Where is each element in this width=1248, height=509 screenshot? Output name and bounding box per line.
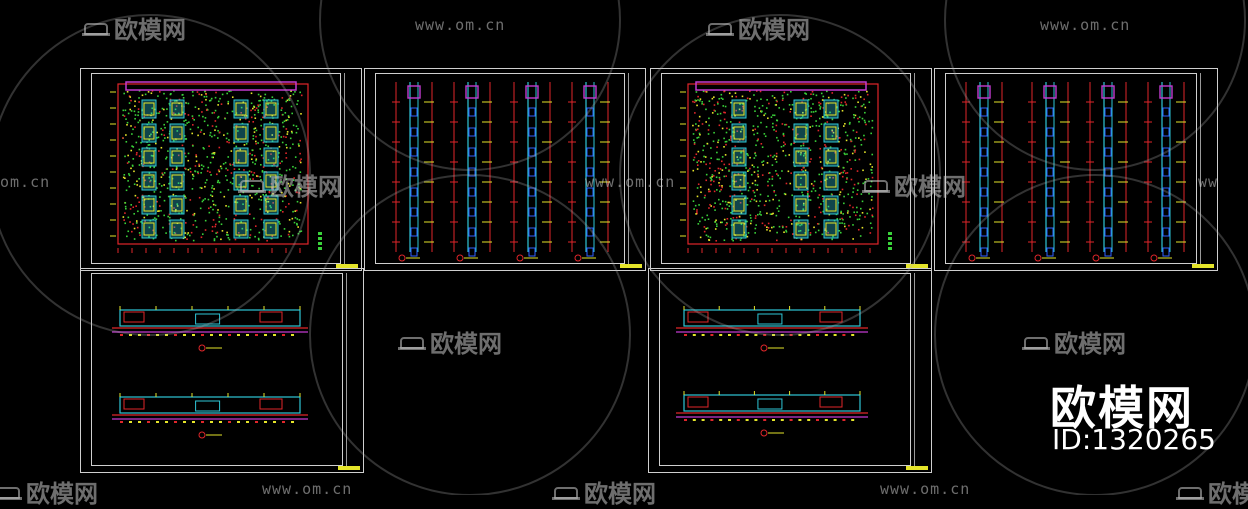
watermark-url: www.om.cn	[585, 173, 676, 191]
brand-id-label: ID:1320265	[1052, 423, 1216, 456]
watermark-logo: 欧模网	[1022, 324, 1126, 359]
sofa-icon	[1022, 334, 1050, 350]
watermark-url: www.om.cn	[415, 16, 506, 34]
watermark-url: www.om.cn	[880, 480, 971, 498]
watermark-arcs	[0, 0, 1248, 495]
watermark-logo: 欧模网	[706, 10, 810, 45]
sheet-elevations-1	[80, 268, 364, 473]
sheet-sections-1	[364, 68, 646, 271]
sheet-sections-2	[934, 68, 1218, 271]
sheet-plan-2	[650, 68, 932, 271]
brand-logo-text: 欧模网	[1050, 381, 1194, 435]
watermark-logo: 欧模网	[862, 167, 966, 202]
sofa-icon	[706, 20, 734, 36]
watermark-url: www.om.cn	[1040, 16, 1131, 34]
sheet-plan-1	[80, 68, 362, 271]
watermark-logo: 欧模网	[398, 324, 502, 359]
sofa-icon	[862, 177, 890, 193]
sofa-icon	[238, 177, 266, 193]
sofa-icon	[552, 484, 580, 500]
watermark-logo: 欧模网	[82, 10, 186, 45]
watermark-url: om.cn	[0, 173, 51, 191]
watermark-logo: 欧模网	[238, 167, 342, 202]
sofa-icon	[82, 20, 110, 36]
watermark-url: www.om.cn	[262, 480, 353, 498]
watermark-logo: 欧模网	[552, 474, 656, 509]
sofa-icon	[0, 484, 22, 500]
sheet-elevations-2	[648, 268, 932, 473]
sofa-icon	[1176, 484, 1204, 500]
watermark-logo: 欧模网	[0, 474, 98, 509]
watermark-logo: 欧模网	[1176, 474, 1248, 509]
watermark-url: ww	[1198, 173, 1219, 191]
sofa-icon	[398, 334, 426, 350]
